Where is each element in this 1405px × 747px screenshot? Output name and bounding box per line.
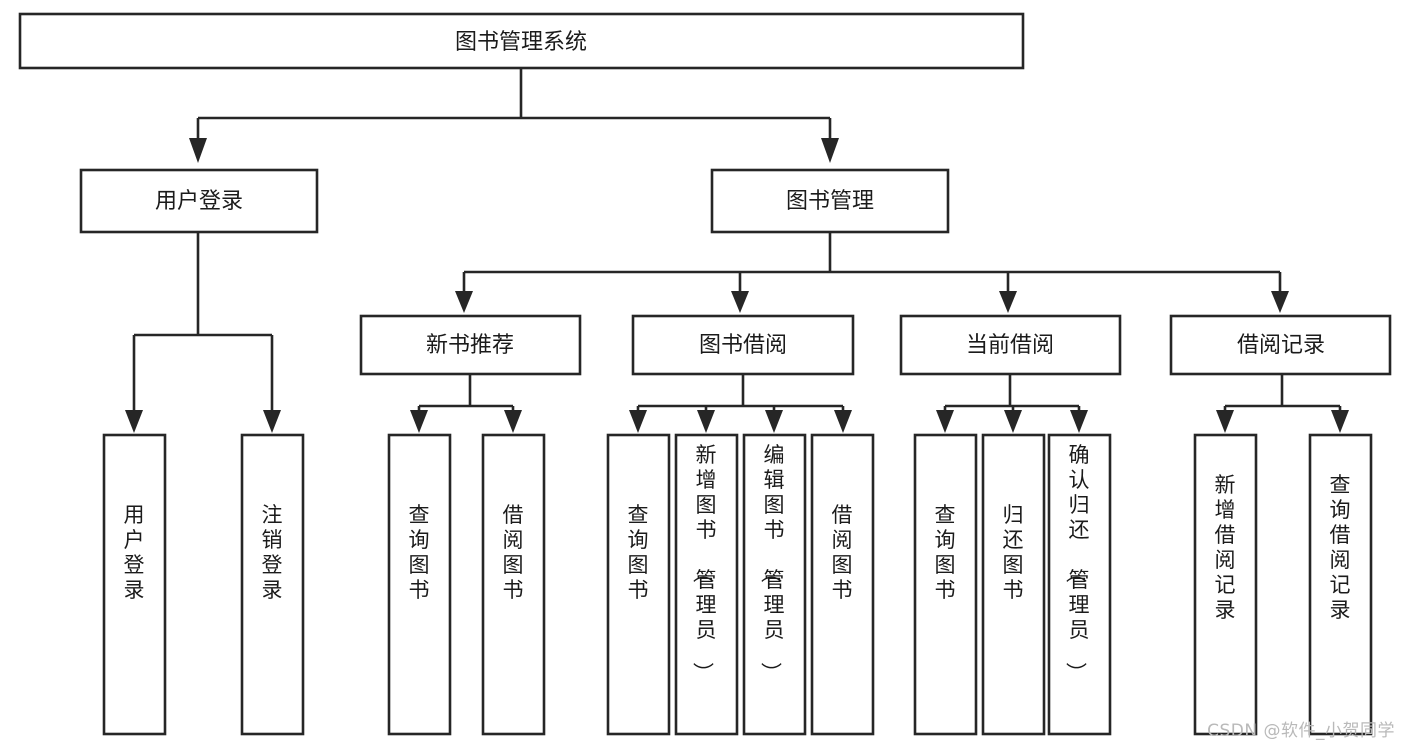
- node-book-manage-box[interactable]: [710, 168, 950, 234]
- arrow-leaf-borrow-book-2: [834, 410, 852, 433]
- arrow-leaf-borrow-book-1: [504, 410, 522, 433]
- node-leaf-query-book-1[interactable]: 查询图书: [387, 433, 452, 736]
- arrow-book-borrow: [731, 291, 749, 313]
- node-book-borrow-box[interactable]: [631, 314, 855, 376]
- node-leaf-query-book-2-label: 查询图书: [628, 503, 649, 602]
- node-leaf-borrow-book-2-box[interactable]: [810, 433, 875, 736]
- node-user-login-label: 用户登录: [155, 189, 243, 214]
- node-leaf-query-record-box[interactable]: [1308, 433, 1373, 736]
- node-leaf-query-record-label: 查询借阅记录: [1330, 473, 1351, 622]
- node-leaf-logout[interactable]: 注销登录: [240, 433, 305, 736]
- node-borrow-record-box[interactable]: [1169, 314, 1392, 376]
- node-book-manage[interactable]: 图书管理: [710, 168, 950, 234]
- node-current-borrow[interactable]: 当前借阅: [899, 314, 1122, 376]
- arrow-leaf-add-book: [697, 410, 715, 433]
- arrow-current-borrow: [999, 291, 1017, 313]
- node-leaf-logout-box[interactable]: [240, 433, 305, 736]
- node-current-borrow-box[interactable]: [899, 314, 1122, 376]
- node-new-book-recommend-label: 新书推荐: [426, 333, 514, 358]
- node-new-book-recommend[interactable]: 新书推荐: [359, 314, 582, 376]
- node-leaf-logout-label: 注销登录: [262, 503, 283, 602]
- node-leaf-confirm-return-label: 确认归还（管理员）: [1064, 443, 1090, 683]
- arrow-leaf-add-record: [1216, 410, 1234, 433]
- node-leaf-add-book-label: 新增图书（管理员）: [691, 443, 717, 683]
- node-leaf-edit-book-box[interactable]: [742, 433, 807, 736]
- node-leaf-borrow-book-2-label: 借阅图书: [832, 503, 853, 602]
- node-leaf-borrow-book-1-box[interactable]: [481, 433, 546, 736]
- arrow-borrow-record: [1271, 291, 1289, 313]
- node-leaf-edit-book[interactable]: 编辑图书（管理员）: [742, 433, 807, 736]
- node-leaf-query-book-1-label: 查询图书: [409, 503, 430, 602]
- arrow-leaf-user-login: [125, 410, 143, 433]
- arrow-leaf-query-book-2: [629, 410, 647, 433]
- node-user-login[interactable]: 用户登录: [79, 168, 319, 234]
- node-leaf-confirm-return-box[interactable]: [1047, 433, 1112, 736]
- node-root[interactable]: 图书管理系统: [18, 12, 1025, 70]
- arrow-leaf-query-book-1: [410, 410, 428, 433]
- csdn-watermark: CSDN @软件_小贺同学: [1207, 721, 1395, 741]
- node-leaf-add-record-box[interactable]: [1193, 433, 1258, 736]
- node-leaf-return-book[interactable]: 归还图书: [981, 433, 1046, 736]
- node-leaf-query-book-1-box[interactable]: [387, 433, 452, 736]
- connector-group: [125, 68, 1349, 433]
- node-leaf-edit-book-label: 编辑图书（管理员）: [759, 443, 785, 683]
- node-new-book-recommend-box[interactable]: [359, 314, 582, 376]
- node-leaf-return-book-box[interactable]: [981, 433, 1046, 736]
- node-leaf-borrow-book-1[interactable]: 借阅图书: [481, 433, 546, 736]
- node-leaf-query-book-2[interactable]: 查询图书: [606, 433, 671, 736]
- node-leaf-add-book-box[interactable]: [674, 433, 739, 736]
- node-leaf-query-book-3-label: 查询图书: [935, 503, 956, 602]
- node-book-manage-label: 图书管理: [786, 189, 874, 214]
- node-leaf-return-book-label: 归还图书: [1003, 503, 1024, 602]
- node-leaf-user-login-box[interactable]: [102, 433, 167, 736]
- node-user-login-box[interactable]: [79, 168, 319, 234]
- node-leaf-user-login-label: 用户登录: [124, 503, 145, 602]
- node-leaf-borrow-book-1-label: 借阅图书: [503, 503, 524, 602]
- node-leaf-add-book[interactable]: 新增图书（管理员）: [674, 433, 739, 736]
- node-root-box[interactable]: [18, 12, 1025, 70]
- node-root-label: 图书管理系统: [455, 30, 587, 55]
- arrow-book-manage: [821, 138, 839, 163]
- node-book-borrow-label: 图书借阅: [699, 333, 787, 358]
- arrow-leaf-confirm-return: [1070, 410, 1088, 433]
- node-leaf-borrow-book-2[interactable]: 借阅图书: [810, 433, 875, 736]
- node-leaf-query-book-2-box[interactable]: [606, 433, 671, 736]
- node-current-borrow-label: 当前借阅: [966, 333, 1054, 358]
- node-borrow-record[interactable]: 借阅记录: [1169, 314, 1392, 376]
- arrow-leaf-edit-book: [765, 410, 783, 433]
- arrow-leaf-logout: [263, 410, 281, 433]
- node-leaf-confirm-return[interactable]: 确认归还（管理员）: [1047, 433, 1112, 736]
- arrow-new-book-recommend: [455, 291, 473, 313]
- arrow-leaf-query-book-3: [936, 410, 954, 433]
- node-borrow-record-label: 借阅记录: [1237, 333, 1325, 358]
- node-leaf-user-login[interactable]: 用户登录: [102, 433, 167, 736]
- node-leaf-add-record[interactable]: 新增借阅记录: [1193, 433, 1258, 736]
- arrow-leaf-return-book: [1004, 410, 1022, 433]
- arrow-leaf-query-record: [1331, 410, 1349, 433]
- node-leaf-add-record-label: 新增借阅记录: [1215, 473, 1236, 622]
- node-leaf-query-record[interactable]: 查询借阅记录: [1308, 433, 1373, 736]
- node-book-borrow[interactable]: 图书借阅: [631, 314, 855, 376]
- node-leaf-query-book-3-box[interactable]: [913, 433, 978, 736]
- arrow-user-login: [189, 138, 207, 163]
- node-leaf-query-book-3[interactable]: 查询图书: [913, 433, 978, 736]
